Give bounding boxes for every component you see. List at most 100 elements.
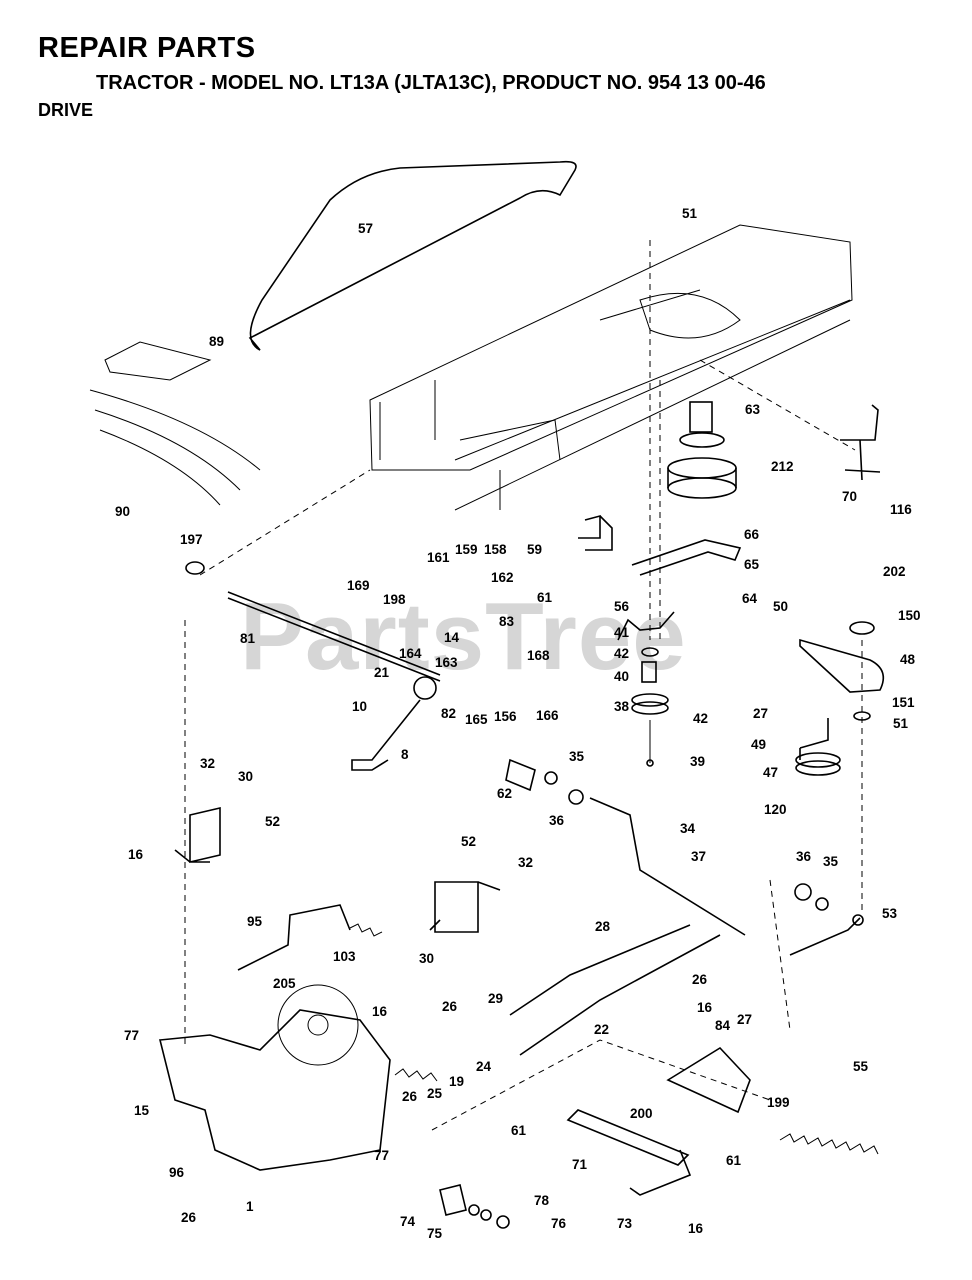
rod-22 bbox=[519, 934, 721, 1056]
bracket-30-upper bbox=[174, 806, 221, 864]
dashed-leaders bbox=[184, 240, 863, 1131]
callout-35: 35 bbox=[823, 854, 839, 869]
callout-75: 75 bbox=[427, 1226, 443, 1241]
callout-166: 166 bbox=[536, 708, 559, 723]
callout-51: 51 bbox=[682, 206, 698, 221]
callout-199: 199 bbox=[767, 1095, 790, 1110]
rod-28 bbox=[509, 924, 691, 1016]
callout-77: 77 bbox=[374, 1148, 390, 1163]
page-title: REPAIR PARTS bbox=[38, 32, 256, 64]
callout-36: 36 bbox=[549, 813, 565, 828]
callout-48: 48 bbox=[900, 652, 916, 667]
callout-202: 202 bbox=[883, 564, 906, 579]
callout-81: 81 bbox=[240, 631, 256, 646]
callout-26: 26 bbox=[402, 1089, 418, 1104]
callout-10: 10 bbox=[352, 699, 368, 714]
callout-66: 66 bbox=[744, 527, 760, 542]
callout-77: 77 bbox=[124, 1028, 140, 1043]
callout-25: 25 bbox=[427, 1086, 443, 1101]
callout-39: 39 bbox=[690, 754, 706, 769]
callout-90: 90 bbox=[115, 504, 131, 519]
knob-21 bbox=[413, 676, 437, 700]
callout-95: 95 bbox=[247, 914, 263, 929]
callout-84: 84 bbox=[715, 1018, 731, 1033]
callout-83: 83 bbox=[499, 614, 515, 629]
callout-19: 19 bbox=[449, 1074, 465, 1089]
bracket-70 bbox=[840, 404, 881, 481]
callout-159: 159 bbox=[455, 542, 478, 557]
callout-163: 163 bbox=[435, 655, 458, 670]
link-53 bbox=[789, 917, 861, 956]
bracket-59 bbox=[578, 514, 613, 551]
callout-29: 29 bbox=[488, 991, 504, 1006]
washer-42 bbox=[641, 647, 659, 657]
callout-38: 38 bbox=[614, 699, 630, 714]
section-label: DRIVE bbox=[38, 100, 94, 120]
fender-outline bbox=[89, 341, 261, 506]
callout-62: 62 bbox=[497, 786, 513, 801]
callout-14: 14 bbox=[444, 630, 460, 645]
callout-27: 27 bbox=[737, 1012, 753, 1027]
callout-52: 52 bbox=[461, 834, 477, 849]
callout-26: 26 bbox=[442, 999, 458, 1014]
callout-27: 27 bbox=[753, 706, 769, 721]
callout-82: 82 bbox=[441, 706, 457, 721]
callout-64: 64 bbox=[742, 591, 758, 606]
spring-25 bbox=[394, 1068, 438, 1082]
callout-16: 16 bbox=[128, 847, 144, 862]
callout-24: 24 bbox=[476, 1059, 492, 1074]
callout-35: 35 bbox=[569, 749, 585, 764]
spring-55 bbox=[779, 1133, 879, 1155]
bracket-71 bbox=[566, 1109, 692, 1196]
callout-205: 205 bbox=[273, 976, 296, 991]
washer-35a bbox=[544, 771, 558, 785]
callout-197: 197 bbox=[180, 532, 203, 547]
bracket-48 bbox=[799, 638, 885, 693]
idler-pulley-38 bbox=[631, 661, 669, 767]
callout-61: 61 bbox=[511, 1123, 527, 1138]
callout-52: 52 bbox=[265, 814, 281, 829]
callout-21: 21 bbox=[374, 665, 390, 680]
callout-53: 53 bbox=[882, 906, 898, 921]
callout-37: 37 bbox=[691, 849, 707, 864]
callout-61: 61 bbox=[726, 1153, 742, 1168]
spring-95 bbox=[349, 923, 383, 937]
callout-212: 212 bbox=[771, 459, 794, 474]
drive-belt bbox=[248, 160, 577, 351]
callout-34: 34 bbox=[680, 821, 696, 836]
callout-63: 63 bbox=[745, 402, 761, 417]
callout-51: 51 bbox=[893, 716, 909, 731]
idler-pulley-47 bbox=[795, 752, 841, 768]
callout-103: 103 bbox=[333, 949, 356, 964]
callout-198: 198 bbox=[383, 592, 406, 607]
callout-70: 70 bbox=[842, 489, 858, 504]
callout-16: 16 bbox=[372, 1004, 388, 1019]
callout-22: 22 bbox=[594, 1022, 610, 1037]
bracket-49 bbox=[799, 718, 829, 760]
callout-200: 200 bbox=[630, 1106, 653, 1121]
frame-rail bbox=[454, 299, 851, 511]
washer-35b bbox=[815, 897, 829, 911]
callout-32: 32 bbox=[200, 756, 216, 771]
callout-28: 28 bbox=[595, 919, 611, 934]
callout-71: 71 bbox=[572, 1157, 588, 1172]
callout-16: 16 bbox=[697, 1000, 713, 1015]
callout-165: 165 bbox=[465, 712, 488, 727]
callout-61: 61 bbox=[537, 590, 553, 605]
callout-168: 168 bbox=[527, 648, 550, 663]
callout-164: 164 bbox=[399, 646, 422, 661]
callout-162: 162 bbox=[491, 570, 514, 585]
rod-95 bbox=[237, 904, 351, 971]
rod-66 bbox=[631, 539, 742, 576]
callout-65: 65 bbox=[744, 557, 760, 572]
transaxle bbox=[158, 1009, 391, 1171]
callout-78: 78 bbox=[534, 1193, 550, 1208]
callout-56: 56 bbox=[614, 599, 630, 614]
bracket-30-lower bbox=[429, 881, 501, 933]
model-subtitle: TRACTOR - MODEL NO. LT13A (JLTA13C), PRO… bbox=[96, 72, 766, 94]
spring-41 bbox=[617, 611, 675, 641]
callout-57: 57 bbox=[358, 221, 374, 236]
callout-150: 150 bbox=[898, 608, 921, 623]
callout-158: 158 bbox=[484, 542, 507, 557]
